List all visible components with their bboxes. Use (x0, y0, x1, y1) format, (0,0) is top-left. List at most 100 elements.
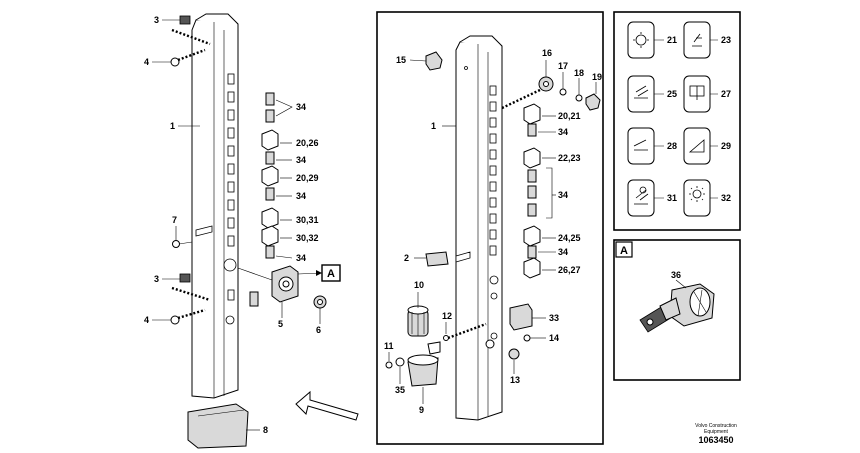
label-36: 36 (671, 270, 681, 280)
label-34-b: 34 (296, 155, 306, 165)
label-17: 17 (558, 61, 568, 71)
screw-icon (443, 335, 449, 341)
label-34-a: 34 (296, 102, 306, 112)
bolt-icon (172, 240, 193, 248)
publisher-line-1: Volvo Construction (695, 423, 737, 429)
knob-icon (425, 51, 443, 71)
drawing-number: 1063450 (698, 435, 733, 445)
footer: Volvo Construction Equipment 1063450 (695, 423, 737, 445)
knob-icon (508, 348, 520, 360)
label-34-d: 34 (296, 253, 306, 263)
label-31: 31 (667, 193, 677, 203)
cover-plate-icon (425, 251, 449, 267)
label-18: 18 (574, 68, 584, 78)
left-leaders (152, 19, 321, 431)
cover-icon (187, 403, 249, 449)
publisher-line-2: Equipment (704, 429, 729, 435)
label-34-b: 34 (558, 190, 568, 200)
switch-panel-frame (613, 11, 741, 231)
nut-icon (313, 295, 327, 309)
label-30-32: 30,32 (296, 233, 319, 243)
label-25: 25 (667, 89, 677, 99)
label-35: 35 (395, 385, 405, 395)
label-8: 8 (263, 425, 268, 435)
post-icon (191, 13, 239, 399)
switch-blanks (527, 123, 537, 259)
callout-a-label: A (327, 268, 335, 280)
switch-icon (683, 75, 711, 113)
post-slots (195, 73, 237, 325)
rocker-switch-icon (261, 129, 279, 247)
plug-icon (523, 334, 531, 342)
label-29: 29 (721, 141, 731, 151)
label-32: 32 (721, 193, 731, 203)
switch-icon (683, 21, 711, 59)
label-9: 9 (419, 405, 424, 415)
label-1: 1 (431, 121, 436, 131)
label-10: 10 (414, 280, 424, 290)
detail-a-title: A (620, 245, 628, 257)
label-22-23: 22,23 (558, 153, 581, 163)
switch-icon (683, 127, 711, 165)
center-frame (376, 11, 604, 445)
label-20-26: 20,26 (296, 138, 319, 148)
post-slots (455, 85, 499, 340)
detail-a-frame (613, 239, 741, 381)
label-6: 6 (316, 325, 321, 335)
label-20-29: 20,29 (296, 173, 319, 183)
cup-holder-icon (407, 341, 441, 387)
label-13: 13 (510, 375, 520, 385)
ignition-parts (501, 76, 601, 111)
knob-icon (407, 305, 429, 337)
label-14: 14 (549, 333, 559, 343)
switch-icon (627, 127, 655, 165)
label-4-top: 4 (144, 57, 149, 67)
ignition-key-icon (639, 283, 715, 333)
label-26-27: 26,27 (558, 265, 581, 275)
label-33: 33 (549, 313, 559, 323)
washer-icon (395, 357, 405, 367)
label-12: 12 (442, 311, 452, 321)
rocker-switch-icon (523, 103, 541, 279)
switch-icon (627, 21, 655, 59)
callout-a: A (297, 264, 341, 282)
switch-icon (683, 179, 711, 217)
relay-icon (509, 303, 533, 331)
label-27: 27 (721, 89, 731, 99)
left-view: A 3 4 1 7 3 4 (144, 13, 341, 449)
center-view: 15 1 16 17 18 19 20,21 34 22,23 34 24,25… (384, 35, 602, 421)
label-1: 1 (170, 121, 175, 131)
clip-icon (171, 273, 211, 302)
label-3-top: 3 (154, 15, 159, 25)
label-28: 28 (667, 141, 677, 151)
switch-blanks (265, 92, 275, 259)
switch-icon (627, 179, 655, 217)
label-20-21: 20,21 (558, 111, 581, 121)
label-34-c: 34 (558, 247, 568, 257)
center-leaders (388, 59, 597, 404)
label-7: 7 (172, 215, 177, 225)
ignition-switch-icon (237, 265, 299, 303)
switch-icon (627, 75, 655, 113)
detail-a: A 36 (615, 241, 715, 333)
arrow-icon (295, 390, 359, 421)
label-24-25: 24,25 (558, 233, 581, 243)
label-11: 11 (384, 341, 394, 351)
label-21: 21 (667, 35, 677, 45)
label-19: 19 (592, 72, 602, 82)
label-34-a: 34 (558, 127, 568, 137)
label-23: 23 (721, 35, 731, 45)
label-30-31: 30,31 (296, 215, 319, 225)
screw-icon (385, 361, 393, 369)
label-34-c: 34 (296, 191, 306, 201)
socket-icon (485, 339, 495, 349)
label-2: 2 (404, 253, 409, 263)
bracket-icon (249, 291, 259, 307)
label-15: 15 (396, 55, 406, 65)
label-16: 16 (542, 48, 552, 58)
label-4-bottom: 4 (144, 315, 149, 325)
label-3-bottom: 3 (154, 274, 159, 284)
switch-panel: 21 23 25 27 28 29 31 32 (627, 21, 731, 217)
label-5: 5 (278, 319, 283, 329)
